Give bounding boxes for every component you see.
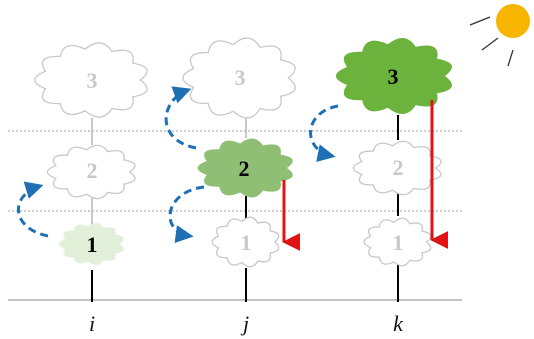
canopy-cloud-k-layer-3	[335, 37, 453, 115]
column-j-layer-1-label: 1	[241, 230, 252, 255]
sun-icon	[469, 4, 530, 67]
curved-dashed-arrow-i	[16, 181, 49, 238]
canopy-cloud-k-layer-1	[363, 217, 432, 267]
canopy-cloud-i-layer-1	[59, 223, 124, 265]
canopy-layer	[34, 37, 453, 268]
column-j-layer-3-label: 3	[235, 65, 246, 90]
column-i-layer-2-label: 2	[87, 158, 98, 183]
canopy-cloud-j-layer-1	[211, 216, 280, 268]
canopy-cloud-k-layer-2	[352, 140, 442, 196]
curved-dashed-arrow-j-upper	[164, 86, 197, 150]
canopy-cloud-i-layer-2	[46, 144, 136, 200]
canopy-cloud-j-layer-3	[182, 37, 296, 119]
curved-dashed-arrow-j-lower	[168, 185, 205, 243]
column-k-layer-3-label: 3	[388, 64, 399, 89]
axis-label-k: k	[393, 311, 404, 336]
column-i-layer-3-label: 3	[87, 68, 98, 93]
curved-dashed-arrow-k	[309, 104, 339, 162]
canopy-cloud-j-layer-2	[197, 138, 293, 198]
column-j-layer-2-label: 2	[239, 156, 250, 181]
canopy-cloud-i-layer-3	[34, 42, 148, 118]
axis-label-j: j	[240, 311, 249, 336]
axis-label-i: i	[89, 311, 95, 336]
column-i-layer-1-label: 1	[87, 232, 98, 257]
column-k-layer-2-label: 2	[393, 155, 404, 180]
column-k-layer-1-label: 1	[393, 230, 404, 255]
